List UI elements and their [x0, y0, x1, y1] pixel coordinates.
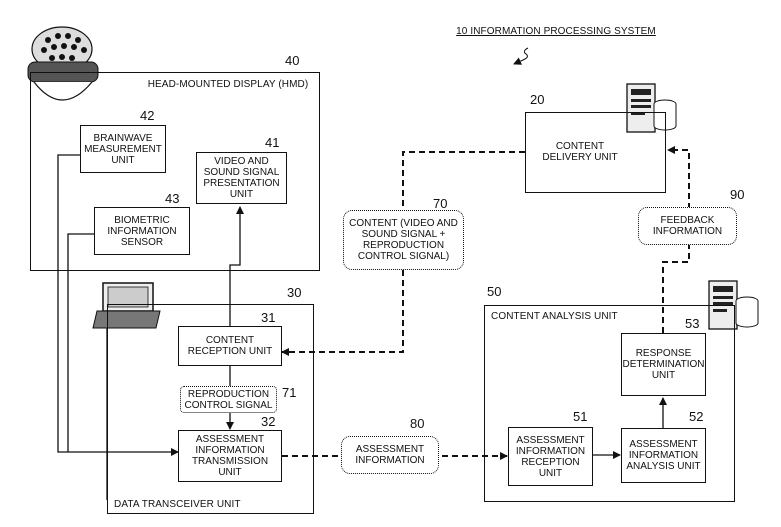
content-analysis-title: CONTENT ANALYSIS UNIT: [491, 311, 618, 322]
brainwave-number: 42: [140, 108, 155, 123]
assessment-info-box: [341, 436, 439, 474]
brainwave-box: [80, 125, 166, 173]
content-signal-label: CONTENT (VIDEO AND SOUND SIGNAL + REPROD…: [349, 218, 458, 262]
laptop-icon: [92, 282, 161, 329]
content-delivery-box: [525, 112, 666, 193]
content-signal-number: 70: [433, 196, 448, 211]
feedback-label: FEEDBACK INFORMATION: [652, 215, 723, 237]
feedback-number: 90: [730, 187, 745, 202]
content-delivery-label: CONTENT DELIVERY UNIT: [542, 141, 618, 163]
server-icon-delivery: [626, 83, 677, 133]
assessment-analysis-label: ASSESSMENT INFORMATION ANALYSIS UNIT: [626, 439, 701, 472]
video-sound-number: 41: [265, 135, 280, 150]
assessment-reception-box: [508, 427, 593, 486]
data-transceiver-title: DATA TRANSCEIVER UNIT: [114, 499, 241, 510]
biometric-number: 43: [165, 191, 180, 206]
brainwave-label: BRAINWAVE MEASUREMENT UNIT: [84, 132, 162, 166]
content-reception-label: CONTENT RECEPTION UNIT: [187, 335, 273, 357]
reproduction-control-label: REPRODUCTION CONTROL SIGNAL: [184, 388, 273, 411]
content-delivery-number: 20: [530, 92, 545, 107]
response-determination-box: [621, 333, 706, 396]
response-determination-number: 53: [685, 316, 700, 331]
data-transceiver-number: 30: [287, 285, 302, 300]
hmd-number: 40: [285, 53, 300, 68]
reproduction-control-number: 71: [282, 385, 297, 400]
feedback-box: [638, 207, 737, 245]
hmd-title: HEAD-MOUNTED DISPLAY (HMD): [147, 79, 309, 90]
assessment-analysis-box: [621, 428, 706, 483]
biometric-label: BIOMETRIC INFORMATION SENSOR: [107, 214, 177, 248]
hmd-box: [30, 72, 320, 271]
video-sound-label: VIDEO AND SOUND SIGNAL PRESENTATION UNIT: [203, 156, 280, 200]
content-analysis-box: [484, 305, 735, 502]
system-leader: [513, 47, 529, 65]
content-reception-number: 31: [261, 310, 276, 325]
reproduction-control-box: [180, 386, 277, 413]
assessment-transmission-label: ASSESSMENT INFORMATION TRANSMISSION UNIT: [191, 434, 269, 478]
content-signal-box: [343, 210, 464, 270]
content-analysis-number: 50: [487, 284, 502, 299]
assessment-transmission-number: 32: [261, 414, 276, 429]
assessment-reception-label: ASSESSMENT INFORMATION RECEPTION UNIT: [515, 434, 586, 479]
data-transceiver-box: [107, 304, 314, 514]
video-sound-box: [196, 152, 287, 204]
content-reception-box: [178, 326, 282, 366]
assessment-transmission-box: [178, 430, 282, 482]
biometric-box: [94, 207, 190, 255]
assessment-info-label: ASSESSMENT INFORMATION: [355, 444, 425, 466]
assessment-analysis-number: 52: [689, 409, 704, 424]
system-label: 10 INFORMATION PROCESSING SYSTEM: [456, 26, 656, 37]
response-determination-label: RESPONSE DETERMINATION UNIT: [622, 348, 705, 381]
assessment-info-number: 80: [410, 416, 425, 431]
assessment-reception-number: 51: [573, 409, 588, 424]
